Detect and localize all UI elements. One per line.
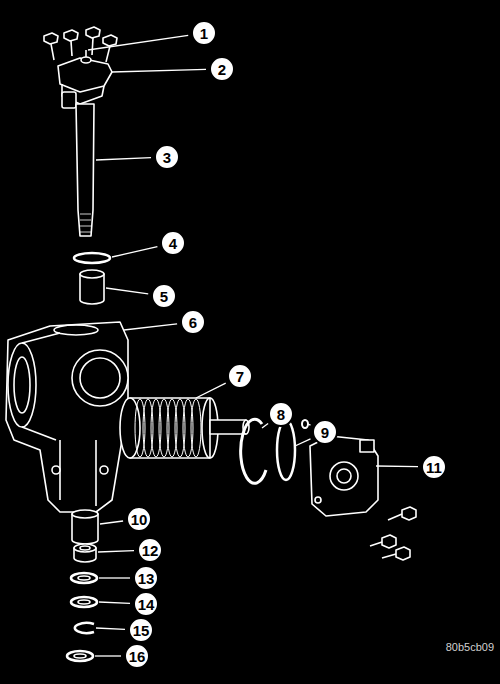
callout-number: 2 [209, 56, 235, 82]
leader-line [376, 465, 418, 467]
leader-line [88, 35, 188, 50]
leader-line [99, 577, 130, 578]
thread-ridge [191, 399, 201, 457]
leader-line [96, 628, 125, 629]
cover-bolts [370, 507, 416, 560]
callout-number: 5 [151, 283, 177, 309]
piston-worm [120, 398, 249, 458]
callout-number: 1 [191, 20, 217, 46]
leader-line [95, 655, 121, 656]
leader-line [308, 424, 311, 425]
callout-number: 7 [227, 363, 253, 389]
leader-line [96, 158, 151, 160]
callout-number: 9 [312, 419, 338, 445]
callout-number: 11 [421, 454, 447, 480]
o-ring [74, 253, 110, 263]
callout-number: 15 [128, 617, 154, 643]
o-ring-small [302, 420, 308, 428]
leader-line [112, 69, 206, 72]
input-shaft [76, 104, 94, 236]
leader-line [99, 602, 130, 603]
leader-line [295, 439, 311, 446]
leader-line [262, 424, 268, 429]
callout-number: 14 [133, 591, 159, 617]
callout-number: 8 [268, 401, 294, 427]
figure-code: 80b5cb09 [446, 641, 494, 653]
leader-line [100, 521, 123, 524]
washer [71, 573, 97, 583]
callout-number: 10 [126, 506, 152, 532]
callout-number: 16 [124, 643, 150, 669]
callout-number: 4 [160, 230, 186, 256]
snap-ring [241, 419, 266, 483]
leader-line [106, 288, 148, 294]
dust-seal [67, 651, 93, 661]
cover-screws [44, 27, 117, 62]
callout-number: 13 [133, 565, 159, 591]
retaining-clip [75, 623, 94, 633]
leader-line [124, 324, 177, 330]
leader-line [112, 247, 157, 257]
side-cover [310, 436, 378, 516]
callout-number: 3 [154, 144, 180, 170]
callout-number: 6 [180, 309, 206, 335]
o-ring-large [277, 420, 295, 480]
callout-number: 12 [137, 537, 163, 563]
leader-line [98, 551, 134, 552]
gear-housing [6, 322, 128, 512]
leader-line [196, 383, 226, 398]
seal-ring [71, 597, 97, 607]
